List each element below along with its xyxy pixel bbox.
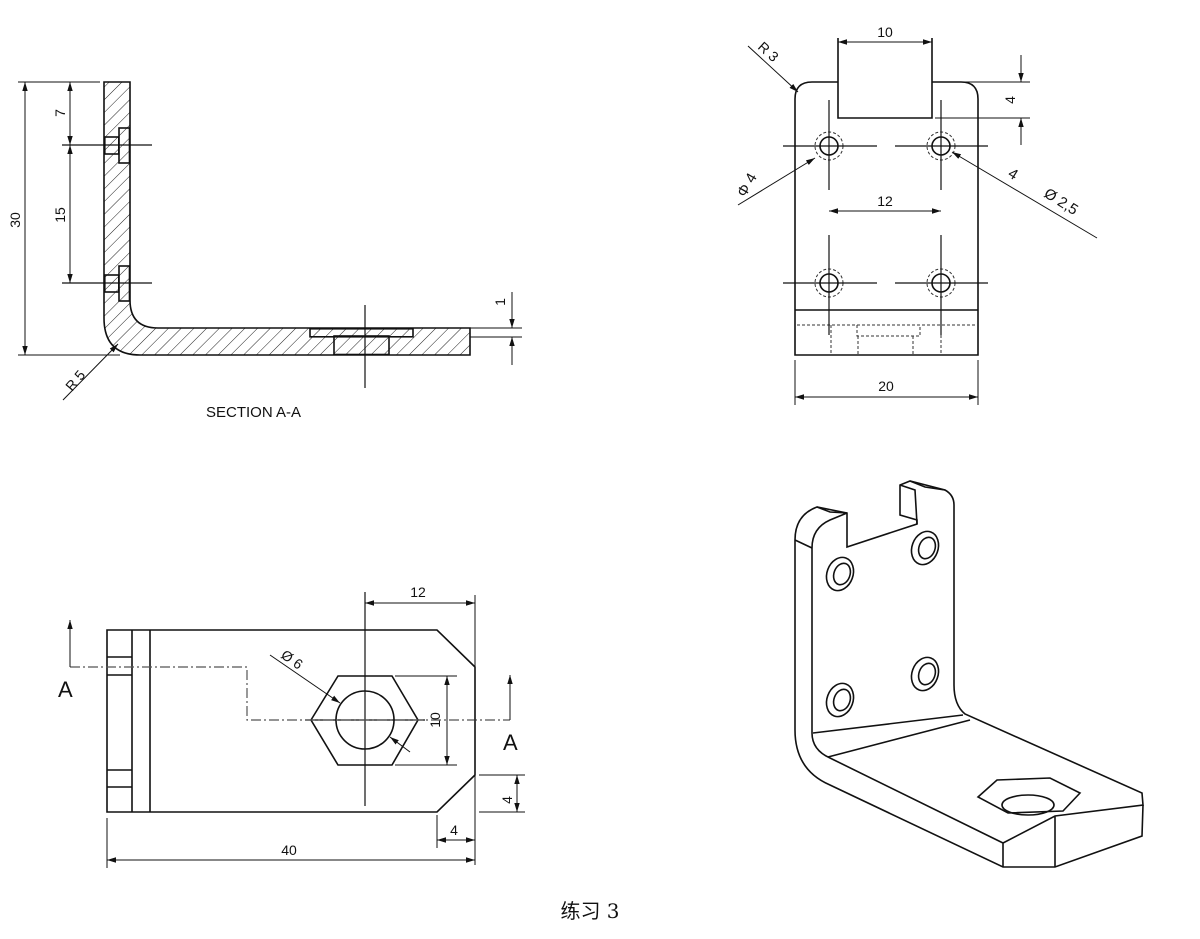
section-label-left: A xyxy=(58,677,73,702)
front-outline xyxy=(794,38,979,356)
dim-7-label: 7 xyxy=(52,109,68,117)
dim-chamfer-v-label: 4 xyxy=(499,796,515,804)
isometric-view xyxy=(794,480,1144,868)
dim-20-label: 20 xyxy=(878,378,894,394)
hidden-lines xyxy=(797,324,976,355)
exercise-caption: 练习 3 xyxy=(560,899,619,923)
radius-leader xyxy=(62,343,119,401)
dim-30-label: 30 xyxy=(7,212,23,228)
dim-10-label: 10 xyxy=(427,712,443,728)
section-view: 30 7 15 1 R 5 SECTION A-A xyxy=(7,81,522,421)
dim-40-label: 40 xyxy=(281,842,297,858)
dim-12-label: 12 xyxy=(877,193,893,209)
top-view: A A 12 Ø 6 10 4 4 40 xyxy=(58,584,525,868)
dim-1-label: 1 xyxy=(492,298,508,306)
dim-12-label: 12 xyxy=(410,584,426,600)
iso-hole xyxy=(1001,794,1055,816)
section-caption: SECTION A-A xyxy=(206,404,301,421)
hole-count-label: 4 xyxy=(1005,165,1021,184)
section-body xyxy=(103,81,471,356)
front-holes xyxy=(814,131,956,298)
dim-15-label: 15 xyxy=(52,207,68,223)
section-cut-line xyxy=(70,666,510,721)
center-lines xyxy=(783,100,988,335)
dim-chamfer-h-label: 4 xyxy=(450,822,458,838)
section-hex-pocket xyxy=(309,327,414,356)
radius-r3-label: R 3 xyxy=(755,38,782,65)
section-label-right: A xyxy=(503,730,518,755)
counterbore-dia-label: Φ 4 xyxy=(734,170,761,200)
radius-r5-label: R 5 xyxy=(62,367,88,394)
hole-dia-label: Ø 2,5 xyxy=(1041,185,1081,219)
dim-4-label: 4 xyxy=(1002,96,1018,104)
iso-hex-pocket xyxy=(976,777,1082,814)
dim-10-label: 10 xyxy=(877,24,893,40)
hex-dia-label: Ø 6 xyxy=(278,646,306,672)
front-view: 10 4 R 3 Φ 4 4 Ø 2,5 12 20 xyxy=(734,24,1098,405)
iso-holes xyxy=(825,530,940,718)
